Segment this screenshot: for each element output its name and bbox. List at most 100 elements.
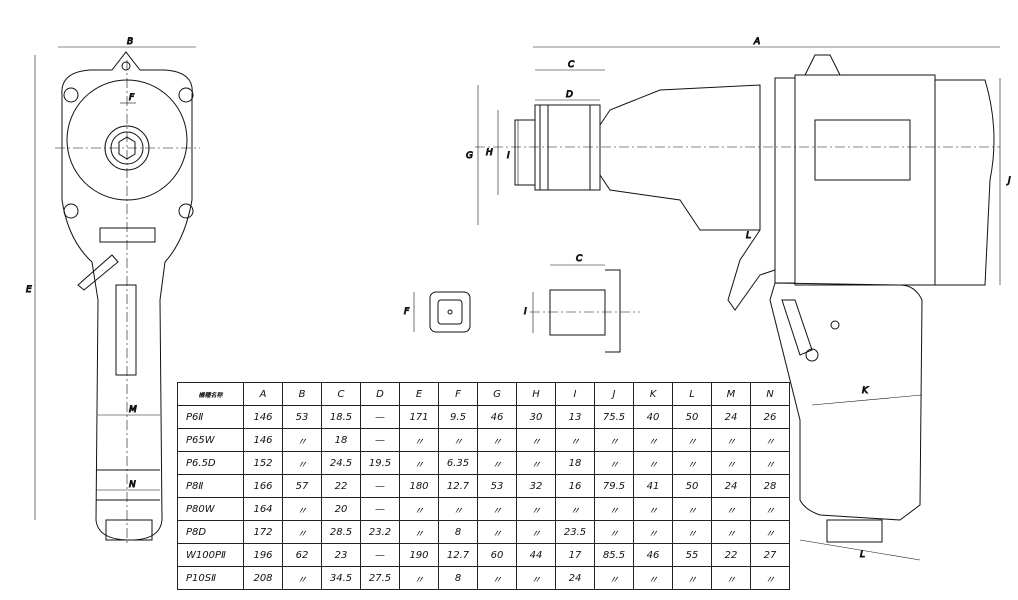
value-cell: 27	[750, 543, 790, 567]
value-cell: 〃	[750, 428, 790, 452]
column-header: H	[516, 382, 556, 406]
value-cell: 9.5	[438, 405, 478, 429]
value-cell: —	[360, 474, 400, 498]
value-cell: 28.5	[321, 520, 361, 544]
dim-label: M	[129, 405, 137, 415]
value-cell: 〃	[477, 497, 517, 521]
column-header: D	[360, 382, 400, 406]
value-cell: 〃	[633, 520, 673, 544]
value-cell: —	[360, 497, 400, 521]
value-cell: 60	[477, 543, 517, 567]
value-cell: 27.5	[360, 566, 400, 590]
value-cell: 24	[711, 405, 751, 429]
column-header: K	[633, 382, 673, 406]
value-cell: 12.7	[438, 474, 478, 498]
value-cell: 〃	[711, 520, 751, 544]
value-cell: 166	[243, 474, 283, 498]
model-name-cell: P8D	[177, 520, 244, 544]
value-cell: 〃	[750, 520, 790, 544]
value-cell: 〃	[672, 428, 712, 452]
value-cell: 152	[243, 451, 283, 475]
value-cell: 18.5	[321, 405, 361, 429]
value-cell: 〃	[477, 566, 517, 590]
value-cell: 41	[633, 474, 673, 498]
value-cell: 85.5	[594, 543, 634, 567]
model-name-cell: P6.5D	[177, 451, 244, 475]
value-cell: 30	[516, 405, 556, 429]
value-cell: 〃	[516, 497, 556, 521]
value-cell: 55	[672, 543, 712, 567]
value-cell: 16	[555, 474, 595, 498]
value-cell: 53	[477, 474, 517, 498]
value-cell: 〃	[633, 497, 673, 521]
value-cell: 〃	[477, 451, 517, 475]
value-cell: 〃	[672, 497, 712, 521]
dim-label: H	[486, 148, 493, 158]
column-header: L	[672, 382, 712, 406]
value-cell: 75.5	[594, 405, 634, 429]
column-header: F	[438, 382, 478, 406]
value-cell: 44	[516, 543, 556, 567]
value-cell: 〃	[477, 520, 517, 544]
value-cell: 〃	[399, 497, 439, 521]
front-view	[34, 46, 200, 545]
column-header: C	[321, 382, 361, 406]
value-cell: 〃	[633, 451, 673, 475]
model-name-cell: P65W	[177, 428, 244, 452]
column-header: B	[282, 382, 322, 406]
value-cell: 〃	[516, 520, 556, 544]
value-cell: 〃	[711, 428, 751, 452]
value-cell: —	[360, 428, 400, 452]
value-cell: 50	[672, 474, 712, 498]
value-cell: 22	[321, 474, 361, 498]
value-cell: 〃	[633, 566, 673, 590]
column-header: J	[594, 382, 634, 406]
model-name-cell: P80W	[177, 497, 244, 521]
value-cell: 〃	[594, 520, 634, 544]
dim-label: D	[566, 90, 573, 100]
value-cell: 32	[516, 474, 556, 498]
socket-views	[413, 264, 640, 353]
value-cell: 8	[438, 566, 478, 590]
model-name-cell: P8Ⅱ	[177, 474, 244, 498]
value-cell: 46	[633, 543, 673, 567]
side-view	[475, 46, 1001, 561]
value-cell: 17	[555, 543, 595, 567]
value-cell: 23.5	[555, 520, 595, 544]
dim-label: K	[862, 386, 869, 396]
value-cell: 〃	[282, 451, 322, 475]
value-cell: 172	[243, 520, 283, 544]
value-cell: 24	[555, 566, 595, 590]
value-cell: 12.7	[438, 543, 478, 567]
value-cell: 24	[711, 474, 751, 498]
value-cell: 22	[711, 543, 751, 567]
value-cell: —	[360, 543, 400, 567]
value-cell: 〃	[516, 566, 556, 590]
value-cell: 6.35	[438, 451, 478, 475]
column-header: M	[711, 382, 751, 406]
value-cell: 13	[555, 405, 595, 429]
value-cell: 53	[282, 405, 322, 429]
value-cell: 146	[243, 405, 283, 429]
value-cell: 〃	[477, 428, 517, 452]
value-cell: 8	[438, 520, 478, 544]
value-cell: 20	[321, 497, 361, 521]
value-cell: 〃	[711, 451, 751, 475]
value-cell: 18	[321, 428, 361, 452]
value-cell: 46	[477, 405, 517, 429]
value-cell: 180	[399, 474, 439, 498]
value-cell: 〃	[711, 566, 751, 590]
value-cell: —	[360, 405, 400, 429]
value-cell: 〃	[672, 566, 712, 590]
dim-label: F	[129, 93, 135, 103]
value-cell: 28	[750, 474, 790, 498]
dim-label: B	[127, 37, 133, 47]
value-cell: 〃	[594, 566, 634, 590]
value-cell: 〃	[438, 428, 478, 452]
